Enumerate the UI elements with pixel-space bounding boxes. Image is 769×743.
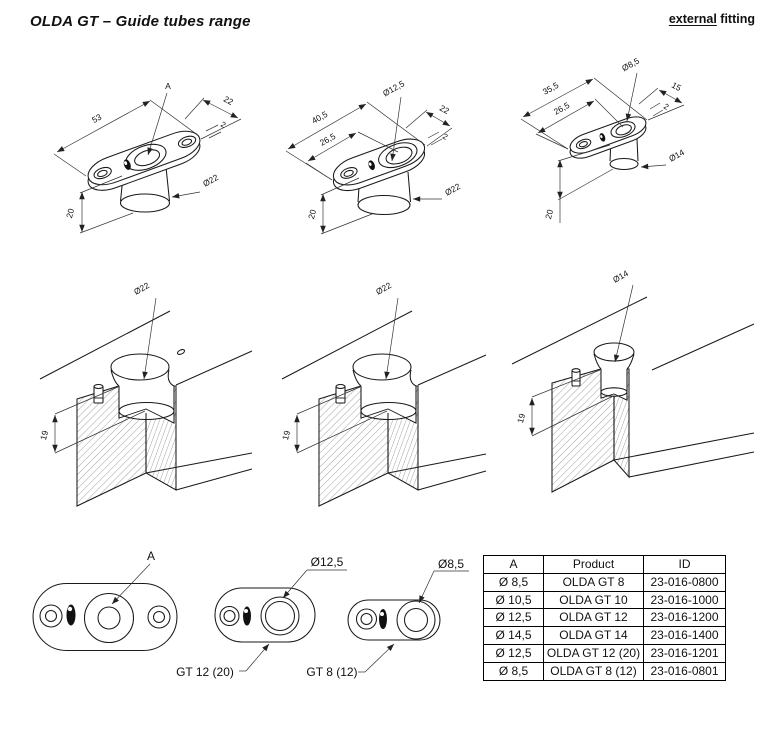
dim-tube-dia: Ø22	[443, 181, 462, 198]
cell-id: 23-016-0801	[643, 661, 726, 681]
countersunk-hole-section	[352, 353, 417, 473]
dim-width: 15	[670, 80, 683, 93]
dim-hole-dia: Ø12,5	[381, 78, 406, 98]
table-row: Ø 12,5 OLDA GT 12 23-016-1200	[483, 608, 726, 628]
panel-back-edge	[511, 296, 648, 365]
iso-view-2: 40,5 26,5 Ø12,5 22 2 Ø22 20	[285, 78, 462, 235]
center-hole	[260, 596, 300, 636]
cell-id: 23-016-1000	[643, 590, 726, 610]
dim-width: 22	[438, 103, 451, 116]
cell-a: Ø 8,5	[483, 661, 544, 681]
countersunk-hole-section	[110, 353, 175, 473]
panel-back-edge	[281, 310, 413, 380]
countersunk-hole-section	[593, 342, 635, 460]
cell-product: OLDA GT 12	[543, 608, 644, 628]
section-view-2: 19 Ø22	[280, 280, 487, 507]
panel-right-edges	[613, 323, 755, 478]
fitting-type-rest: fitting	[716, 12, 755, 26]
dim-depth: 19	[38, 429, 50, 441]
fitting-type-label: external fitting	[669, 12, 755, 26]
section-view-3: 19 Ø14	[511, 268, 755, 493]
pilot-hole	[176, 349, 186, 355]
dim-bore-dia: Ø22	[132, 280, 151, 297]
table-row: Ø 12,5 OLDA GT 12 (20) 23-016-1201	[483, 643, 726, 663]
table-row: Ø 10,5 OLDA GT 10 23-016-1000	[483, 590, 726, 610]
fitting-type-underlined: external	[668, 12, 717, 26]
dim-depth: 19	[280, 429, 292, 441]
cell-id: 23-016-1400	[643, 626, 726, 645]
iso-view-3: 35,5 26,5 Ø8,5 15 2 Ø14 20	[520, 55, 686, 223]
dim-hole-ref: A	[165, 81, 171, 91]
dim-length: 53	[90, 112, 103, 125]
dim-offset: 26,5	[552, 100, 572, 117]
section-view-1: 19 Ø22	[38, 280, 253, 507]
dim-length: 40,5	[310, 109, 330, 126]
screw-hole-right	[147, 605, 171, 629]
dim-depth: 19	[515, 412, 527, 424]
cell-a: Ø 14,5	[483, 626, 544, 645]
dim-width: 22	[222, 94, 235, 107]
center-hole	[83, 592, 135, 644]
product-table: A Product ID Ø 8,5 OLDA GT 8 23-016-0800…	[483, 555, 726, 681]
col-header-a: A	[483, 555, 544, 574]
col-header-product: Product	[543, 555, 644, 574]
col-header-id: ID	[643, 555, 726, 574]
plan-view-3: Ø8,5 GT 8 (12)	[306, 557, 469, 679]
dim-thickness: 2	[441, 132, 450, 142]
dim-height: 20	[543, 208, 555, 220]
table-row: Ø 8,5 OLDA GT 8 (12) 23-016-0801	[483, 661, 726, 681]
cell-product: OLDA GT 8	[543, 572, 644, 592]
cell-id: 23-016-1201	[643, 643, 726, 663]
plan-views: A Ø12,5 GT 12 (20)	[32, 549, 469, 679]
cell-a: Ø 12,5	[483, 643, 544, 663]
flange-top	[569, 116, 647, 154]
variant-caption: GT 8 (12)	[306, 665, 357, 679]
plan-view-2: Ø12,5 GT 12 (20)	[176, 555, 347, 679]
cell-product: OLDA GT 12 (20)	[543, 643, 644, 663]
dim-tube-dia: Ø14	[667, 147, 686, 164]
table-header-row: A Product ID	[483, 555, 726, 574]
hole-dia-label: Ø8,5	[438, 557, 464, 571]
panel-back-edge	[39, 310, 171, 380]
dim-thickness: 2	[219, 120, 228, 130]
screw-hole-left	[219, 605, 240, 627]
plan-view-1: A	[32, 549, 178, 652]
hole-ref-label: A	[147, 549, 155, 563]
dowel-pin	[335, 383, 346, 404]
dim-tube-dia: Ø22	[201, 172, 220, 189]
table-row: Ø 14,5 OLDA GT 14 23-016-1400	[483, 626, 726, 645]
index-slot	[379, 609, 387, 629]
cell-id: 23-016-0800	[643, 572, 726, 592]
cell-id: 23-016-1200	[643, 608, 726, 628]
table-row: Ø 8,5 OLDA GT 8 23-016-0800	[483, 572, 726, 592]
dim-bore-dia: Ø22	[374, 280, 393, 297]
dim-height: 20	[306, 208, 318, 220]
dim-height: 20	[64, 207, 76, 219]
center-hole	[396, 600, 436, 640]
cell-a: Ø 8,5	[483, 572, 544, 592]
dim-bore-dia: Ø14	[611, 268, 630, 285]
flange-top	[332, 138, 426, 186]
iso-view-1: 53 A 22 2 Ø22 20	[53, 81, 242, 234]
cell-product: OLDA GT 14	[543, 626, 644, 645]
dim-thickness: 2	[662, 102, 671, 112]
hole-dia-label: Ø12,5	[311, 555, 344, 569]
dowel-pin	[571, 368, 581, 387]
cell-a: Ø 12,5	[483, 608, 544, 628]
flange-top	[87, 130, 201, 186]
cell-product: OLDA GT 8 (12)	[543, 661, 644, 681]
dowel-pin	[93, 383, 104, 404]
dim-hole-dia: Ø8,5	[620, 55, 641, 73]
variant-caption: GT 12 (20)	[176, 665, 234, 679]
page-title: OLDA GT – Guide tubes range	[30, 13, 251, 30]
dim-length: 35,5	[541, 80, 561, 97]
screw-hole-left	[355, 608, 378, 630]
cell-a: Ø 10,5	[483, 590, 544, 610]
guide-tube-spigot	[609, 138, 639, 171]
cell-product: OLDA GT 10	[543, 590, 644, 610]
screw-hole-left	[39, 604, 63, 628]
